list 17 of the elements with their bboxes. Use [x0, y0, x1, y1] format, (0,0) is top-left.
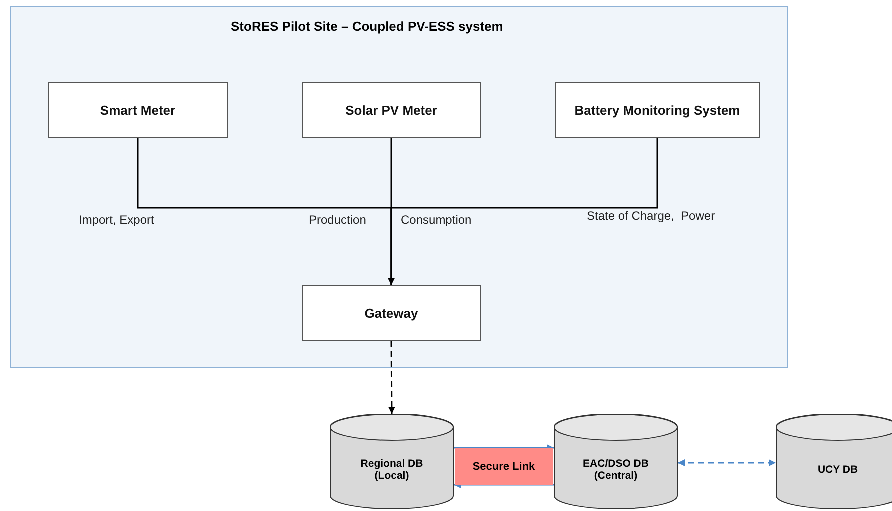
database-label: UCY DB [816, 464, 860, 476]
database-label: Regional DB (Local) [360, 458, 424, 482]
process-box: Smart Meter [48, 82, 228, 138]
process-box: Solar PV Meter [302, 82, 481, 138]
secure-link-box: Secure Link [455, 448, 553, 485]
arrow [388, 138, 658, 285]
process-box: Battery Monitoring System [555, 82, 760, 138]
arrow [388, 341, 396, 414]
arrow [678, 460, 776, 466]
process-box: Gateway [302, 285, 481, 341]
database-label: EAC/DSO DB (Central) [582, 458, 650, 482]
data-label: State of Charge, Power [587, 209, 716, 223]
data-label: Import, Export [79, 213, 154, 227]
data-label: Consumption [401, 213, 472, 227]
panel-heading: StoRES Pilot Site – Coupled PV-ESS system [231, 19, 504, 34]
site-panel [10, 6, 788, 368]
data-label: Production [309, 213, 366, 227]
